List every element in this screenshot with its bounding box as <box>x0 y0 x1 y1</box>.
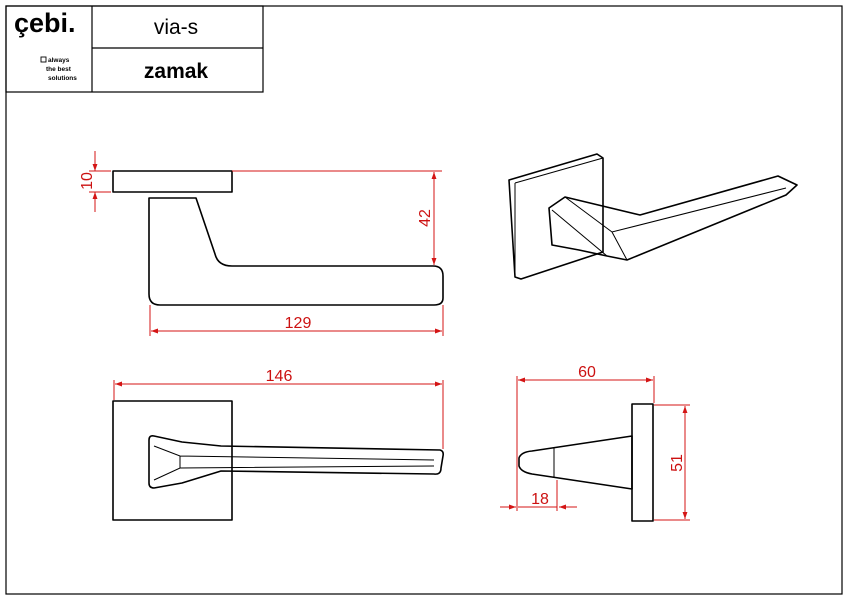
top-view: 146 <box>112 368 444 521</box>
rose-plate-iso <box>508 153 604 280</box>
title-block-frame <box>5 5 264 93</box>
tagline-line-1: always <box>48 57 70 64</box>
dim-label-lever-height: 42 <box>417 209 434 227</box>
tagline-line-3: solutions <box>48 75 77 82</box>
sheet-border <box>5 5 843 595</box>
isometric-view <box>508 153 798 280</box>
dim-label-depth: 60 <box>578 364 596 381</box>
lever-iso <box>548 175 798 261</box>
model-name: via-s <box>154 16 198 39</box>
dim-label-rose-thickness: 10 <box>79 172 96 190</box>
lever-profile-side <box>148 197 444 306</box>
brand-logo: çebi. <box>14 8 76 38</box>
lever-end <box>518 435 633 490</box>
dim-label-lever-length: 146 <box>266 368 293 385</box>
dim-label-lever-projection: 129 <box>285 315 312 332</box>
lever-iso-edges <box>551 187 787 261</box>
lever-top <box>148 435 444 489</box>
dim-label-rose-width: 51 <box>669 454 686 472</box>
material-name: zamak <box>144 60 209 83</box>
side-view: 10 42 129 <box>79 151 444 336</box>
end-view: 60 51 18 <box>500 364 690 522</box>
rose-plate-top <box>112 400 233 521</box>
checkbox-square-icon <box>40 56 47 63</box>
dim-label-tip-width: 18 <box>531 491 549 508</box>
rose-plate-end <box>631 403 654 522</box>
lever-top-edges <box>153 445 435 481</box>
tagline-line-2: the best <box>46 66 72 73</box>
rose-plate-side <box>112 170 233 193</box>
rose-plate-iso-edge <box>514 157 604 277</box>
title-block: çebi. always the best solutions via-s za… <box>5 5 264 93</box>
